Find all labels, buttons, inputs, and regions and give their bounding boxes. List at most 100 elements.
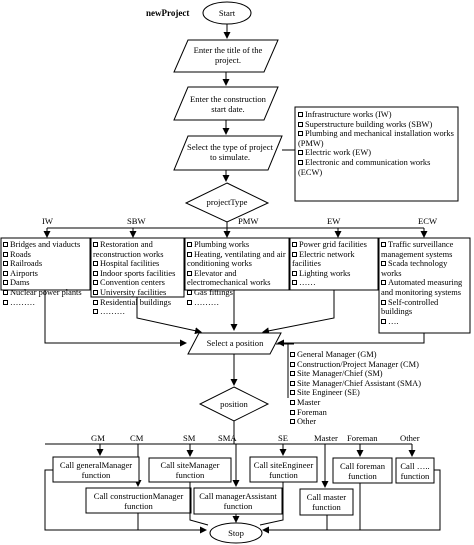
position-label-other: Other: [400, 433, 420, 443]
ecw-items-list: Traffic surveillance management systems …: [381, 240, 469, 326]
call-sma-box: [193, 487, 283, 515]
position-item: Construction/Project Manager (CM): [290, 360, 470, 370]
position-item: Other: [290, 417, 470, 427]
checkbox-icon: [381, 261, 386, 267]
position-label-foreman: Foreman: [347, 433, 378, 443]
list-item: Scada technology works: [381, 259, 448, 278]
checkbox-icon: [381, 280, 386, 286]
branch-label-sbw: SBW: [127, 216, 146, 226]
branch-label-ecw: ECW: [418, 216, 438, 226]
list-item: ………: [93, 307, 183, 317]
iw-items-list: Bridges and viaducts Roads Railroads Air…: [3, 240, 89, 307]
position-item: Site Manager/Chief (SM): [290, 369, 470, 379]
list-item: University facilities: [93, 288, 183, 298]
call-se-box: [249, 456, 318, 483]
call-master-box: [299, 488, 354, 516]
call-sma-text: Call managerAssistant function: [199, 491, 277, 511]
step-title-text: Enter the title of the project.: [193, 45, 263, 65]
checkbox-icon: [3, 280, 8, 286]
list-item: Nuclear power plants: [3, 288, 89, 298]
project-type-item: Infrastructure works (IW): [298, 110, 456, 120]
checkbox-icon: [290, 361, 295, 367]
branch-label-ew: EW: [327, 216, 341, 226]
input-type-shape: [173, 135, 283, 171]
checkbox-icon: [3, 270, 8, 276]
project-type-item: Superstructure building works (SBW): [298, 120, 456, 130]
pmw-items-list: Plumbing works Heating, ventilating and …: [187, 240, 288, 307]
position-item: Master: [290, 398, 470, 408]
checkbox-icon: [381, 299, 386, 305]
call-foreman-box: [332, 457, 393, 484]
position-label-gm: GM: [91, 433, 105, 443]
checkbox-icon: [381, 318, 386, 324]
position-label-sma: SMA: [218, 433, 237, 443]
call-cm-text: Call constructionManager function: [93, 491, 184, 511]
checkbox-icon: [298, 131, 303, 137]
sbw-items-list: Restoration and reconstruction works Hos…: [93, 240, 183, 317]
list-item: ………: [3, 298, 89, 308]
checkbox-icon: [93, 261, 98, 267]
step-date-text: Enter the construction start date.: [190, 94, 266, 114]
call-se-text: Call siteEngineer function: [253, 460, 314, 480]
checkbox-icon: [187, 299, 192, 305]
project-type-item: Electronic and communication works (ECW): [298, 157, 431, 177]
list-item: Electric network facilities: [292, 249, 355, 269]
checkbox-icon: [187, 289, 192, 295]
list-item: Roads: [3, 250, 89, 260]
checkbox-icon: [298, 159, 303, 165]
checkbox-icon: [3, 251, 8, 257]
positions-list: General Manager (GM) Construction/Projec…: [290, 350, 470, 427]
checkbox-icon: [187, 242, 192, 247]
list-item: Plumbing works: [187, 240, 288, 250]
list-item: ….: [381, 317, 469, 327]
branch-label-pmw: PMW: [238, 216, 259, 226]
list-item: Automated measuring and monitoring syste…: [381, 278, 463, 297]
step-position-text: Select a position: [206, 338, 264, 348]
input-date-shape: [173, 86, 279, 121]
call-gm-box: [52, 456, 140, 483]
list-item: Residential buildings: [93, 298, 183, 308]
list-item: Self-controlled buildings: [381, 297, 439, 317]
checkbox-icon: [292, 242, 297, 247]
pmw-items-box: [184, 237, 290, 291]
checkbox-icon: [292, 270, 297, 276]
call-sm-box: [148, 457, 232, 483]
list-item: ……: [292, 278, 377, 288]
position-label-sm: SM: [183, 433, 196, 443]
checkbox-icon: [93, 289, 98, 295]
checkbox-icon: [93, 280, 98, 286]
checkbox-icon: [292, 251, 297, 257]
checkbox-icon: [93, 309, 98, 315]
list-item: Bridges and viaducts: [3, 240, 89, 250]
list-item: Power grid facilities: [292, 240, 377, 250]
list-item: Hospital facilities: [93, 259, 183, 269]
checkbox-icon: [298, 121, 303, 127]
list-item: Traffic surveillance management systems: [381, 240, 454, 259]
list-item: Lighting works: [292, 269, 377, 279]
list-item: Convention centers: [93, 278, 183, 288]
call-cm-box: [85, 487, 192, 514]
list-item: Airports: [3, 269, 89, 279]
checkbox-icon: [93, 242, 98, 247]
position-item: Site Manager/Chief Assistant (SMA): [290, 379, 470, 389]
checkbox-icon: [187, 251, 192, 257]
checkbox-icon: [298, 150, 303, 156]
list-item: Railroads: [3, 259, 89, 269]
position-item: Site Engineer (SE): [290, 388, 470, 398]
ew-items-box: [289, 237, 379, 291]
checkbox-icon: [290, 409, 295, 415]
checkbox-icon: [3, 289, 8, 295]
ew-items-list: Power grid facilities Electric network f…: [292, 240, 377, 288]
checkbox-icon: [290, 419, 295, 425]
list-item: Elevator and electromechanical works: [187, 268, 271, 288]
call-sm-text: Call siteManager function: [160, 460, 220, 480]
checkbox-icon: [381, 242, 386, 247]
checkbox-icon: [3, 242, 8, 247]
list-item: Indoor sports facilities: [93, 269, 183, 279]
checkbox-icon: [292, 280, 297, 286]
input-position-shape: [187, 332, 282, 355]
input-title-shape: [173, 39, 279, 73]
checkbox-icon: [93, 270, 98, 276]
step-type-text: Select the type of project to simulate.: [187, 142, 273, 162]
